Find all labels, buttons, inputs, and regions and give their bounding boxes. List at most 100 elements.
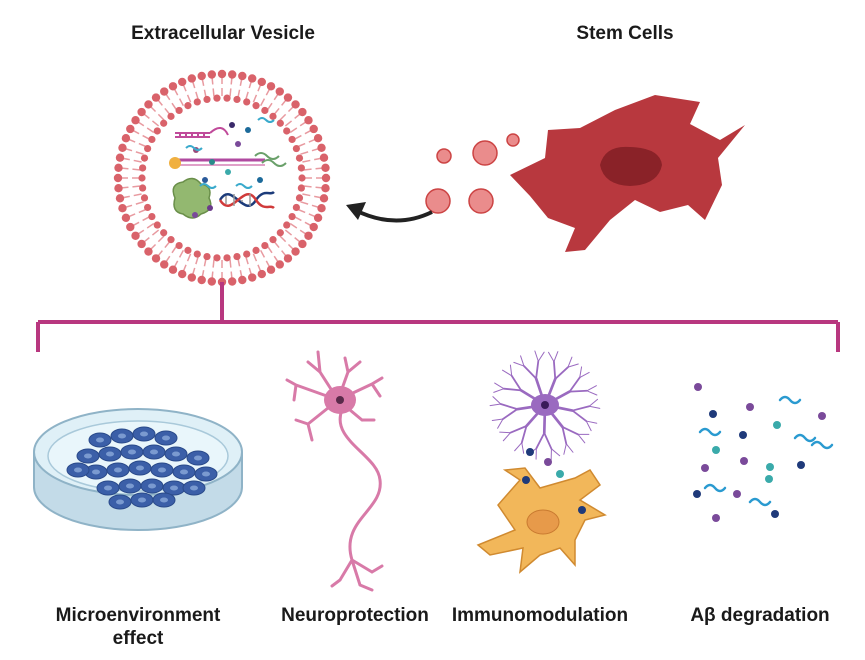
lipid-head-inner: [175, 241, 183, 250]
lipid-head-outer: [115, 194, 125, 203]
microglia-process: [561, 426, 568, 445]
lipid-head-outer: [114, 163, 123, 173]
abeta-particle: [773, 421, 781, 429]
microglia-process: [579, 366, 583, 379]
lipid-head-outer: [317, 143, 326, 153]
cell-nucleus: [128, 449, 136, 455]
lipid-head-outer: [313, 134, 323, 143]
dna-helix-icon: [218, 190, 275, 210]
microglia-process: [568, 376, 581, 393]
lipid-head-outer: [118, 143, 127, 153]
lipid-head-outer: [257, 269, 266, 279]
microglia-process: [509, 364, 513, 377]
lipid-tail: [212, 259, 215, 268]
lipid-tail: [303, 185, 312, 188]
abeta-fibril: [778, 395, 802, 405]
lipid-head-outer: [151, 93, 161, 102]
cell-nucleus: [92, 469, 100, 475]
lipid-head-outer: [137, 239, 146, 249]
lipid-tail: [300, 201, 309, 205]
abeta-fibril: [810, 440, 834, 450]
lipid-head-outer: [197, 71, 206, 81]
lipid-head-outer: [121, 213, 131, 222]
lipid-tail: [279, 113, 287, 121]
microglia-process: [586, 390, 598, 396]
lipid-head-inner: [213, 94, 221, 102]
lipid-tail: [302, 193, 311, 197]
lipid-head-inner: [283, 127, 291, 135]
lipid-head-outer: [131, 116, 140, 125]
abeta-degradation-label: Aβ degradation: [690, 605, 830, 626]
abeta-particle: [712, 446, 720, 454]
lipid-head-outer: [317, 203, 326, 213]
cell-nucleus: [202, 471, 210, 477]
microglia-process: [520, 425, 528, 444]
lipid-head-inner: [297, 184, 305, 192]
lipid-head-inner: [269, 236, 277, 244]
microglia-process: [561, 426, 579, 436]
lipid-tail: [245, 91, 249, 100]
lipid-head-outer: [114, 183, 123, 193]
bracket-connector: [36, 282, 840, 352]
microglia-process: [567, 356, 573, 368]
curved-arrow: [346, 202, 433, 223]
lipid-head-outer: [126, 222, 135, 232]
microglia-process: [535, 360, 540, 380]
microglia-process: [523, 365, 537, 380]
lipid-head-outer: [257, 77, 266, 87]
cell-nucleus: [148, 483, 156, 489]
lipid-head-inner: [223, 254, 231, 262]
lipid-head-outer: [137, 107, 146, 117]
lipid-head-inner: [175, 106, 183, 115]
lipid-head-inner: [252, 246, 260, 254]
secreted-vesicles: [425, 133, 520, 214]
lipid-tail: [135, 151, 144, 155]
lipid-tail: [135, 201, 144, 205]
abeta-particle: [693, 490, 701, 498]
lipid-tail: [229, 88, 232, 97]
lipid-head-inner: [243, 98, 251, 106]
lipid-tail: [266, 245, 273, 254]
microglia-process: [502, 369, 513, 377]
lipid-tail: [186, 94, 192, 103]
neuron-icon: [285, 350, 384, 592]
amyloid-beta-fragments: [693, 383, 834, 522]
neuroprotection-label: Neuroprotection: [281, 605, 429, 626]
abeta-particle: [771, 510, 779, 518]
lipid-head-inner: [276, 229, 284, 237]
lipid-head-outer: [187, 273, 197, 282]
abeta-particle: [797, 461, 805, 469]
lipid-head-outer: [309, 124, 318, 134]
microenvironment-label-line1: Microenvironment: [55, 605, 221, 626]
microglia-process: [543, 432, 553, 450]
microglia-process: [577, 433, 586, 444]
lipid-head-inner: [160, 229, 168, 237]
lipid-tail: [132, 168, 141, 171]
lipid-tail: [133, 159, 142, 163]
extracellular-vesicle: [113, 69, 331, 287]
vesicle-cargo: [169, 117, 287, 219]
abeta-particle: [694, 383, 702, 391]
cell-nucleus: [158, 467, 166, 473]
lipid-head-outer: [304, 231, 313, 240]
cell-nucleus: [162, 435, 170, 441]
lipid-head-outer: [168, 265, 178, 274]
lipid-tail: [259, 98, 266, 107]
lipid-head-inner: [261, 106, 269, 115]
microglia-process: [489, 403, 502, 407]
lipid-head-outer: [238, 275, 247, 285]
lipid-tail: [157, 235, 165, 243]
cell-nucleus: [116, 499, 124, 505]
lipid-head-inner: [153, 127, 161, 135]
lipid-head-inner: [184, 102, 192, 110]
microglia-process: [499, 431, 511, 434]
lipid-head-outer: [291, 100, 300, 109]
small-molecules: [185, 117, 275, 218]
abeta-fibril: [748, 497, 772, 507]
microglia-process: [565, 443, 574, 453]
cell-nucleus: [114, 467, 122, 473]
lipid-head-outer: [291, 247, 300, 256]
cell-nucleus: [190, 485, 198, 491]
lipid-head-inner: [276, 119, 284, 127]
rna-hairpin-icon: [175, 127, 229, 138]
